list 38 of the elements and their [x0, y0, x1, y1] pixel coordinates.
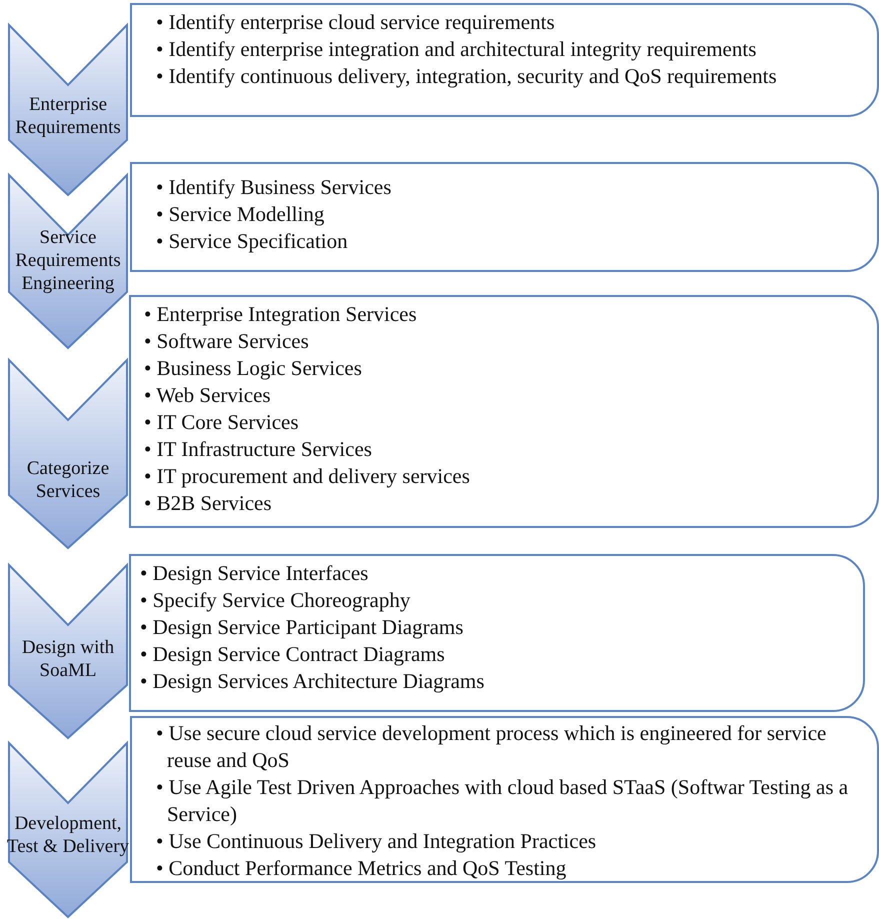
step-details-box	[130, 716, 879, 883]
bullet-item: • Use secure cloud service development process which is engineered for service reuse and QoS	[156, 720, 828, 774]
bullet-item: • Specify Service Choreography	[140, 587, 412, 614]
bullet-item: • Design Service Interfaces	[140, 560, 370, 587]
chevron-shape	[8, 565, 128, 738]
bullet-item: • IT Core Services	[144, 409, 300, 436]
bullet-item: • Identify continuous delivery, integration, security and QoS requirements	[156, 63, 778, 90]
bullet-item: • Identify Business Services	[156, 174, 392, 201]
step-label: Development, Test & Delivery	[6, 812, 130, 858]
chevron-shape	[8, 743, 128, 917]
bullet-item: • Identify enterprise cloud service requirements	[156, 9, 556, 36]
bullet-item: • Service Modelling	[156, 201, 326, 228]
bullet-item: • Identify enterprise integration and architectural integrity requirements	[156, 36, 758, 63]
bullet-item: • Use Agile Test Driven Approaches with cloud based STaaS (Softwar Testing as a Service)	[156, 774, 850, 828]
step-label: Enterprise Requirements	[14, 93, 122, 139]
bullet-item: • Business Logic Services	[144, 355, 363, 382]
bullet-item: • Conduct Performance Metrics and QoS Testing	[156, 855, 568, 882]
step-label: Design with SoaML	[20, 636, 116, 682]
bullet-item: • IT Infrastructure Services	[144, 436, 373, 463]
bullet-item: • Enterprise Integration Services	[144, 301, 418, 328]
step-details-box	[129, 554, 865, 712]
bullet-item: • Use Continuous Delivery and Integration Practices	[156, 828, 598, 855]
chevron-shape	[8, 360, 128, 548]
bullet-item: • Web Services	[144, 382, 272, 409]
bullet-item: • Service Specification	[156, 228, 349, 255]
chevron-shape	[8, 25, 128, 195]
bullet-item: • Design Service Contract Diagrams	[140, 641, 446, 668]
chevron-shape	[8, 175, 128, 348]
bullet-item: • Design Services Architecture Diagrams	[140, 668, 486, 695]
step-details-box	[130, 3, 879, 117]
bullet-item: • IT procurement and delivery services	[144, 463, 471, 490]
step-details-box	[130, 162, 879, 272]
step-label: Service Requirements Engineering	[14, 226, 122, 295]
bullet-item: • B2B Services	[144, 490, 273, 517]
step-details-box	[129, 295, 879, 528]
bullet-item: • Design Service Participant Diagrams	[140, 614, 464, 641]
bullet-item: • Software Services	[144, 328, 310, 355]
step-label: Categorize Services	[26, 457, 110, 503]
